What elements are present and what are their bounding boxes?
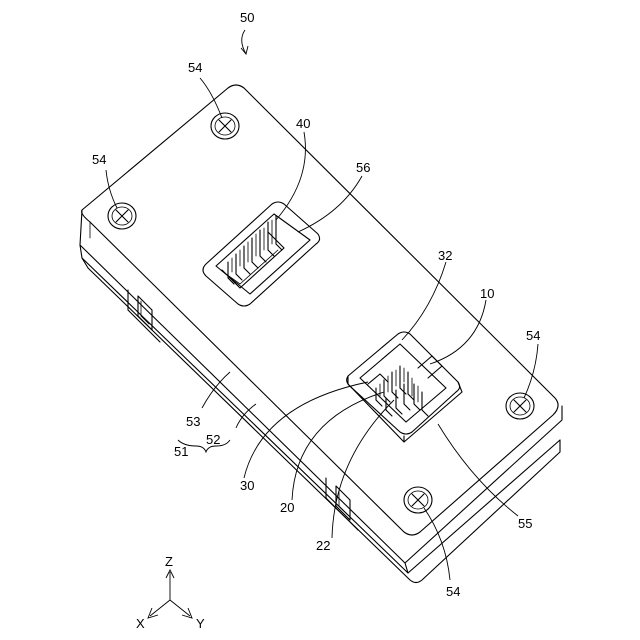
label-51: 51 [174,444,188,459]
label-54-top: 54 [188,60,202,75]
top-opening-inner [216,214,310,294]
top-connector [203,202,320,306]
label-20: 20 [280,500,294,515]
axis-label-x: X [136,616,145,631]
top-opening-outer [203,202,320,306]
label-52: 52 [206,432,220,447]
axis-label-y: Y [196,616,205,631]
screw-right [506,393,534,419]
label-53: 53 [186,414,200,429]
screw-top [211,113,239,139]
label-54-left: 54 [92,152,106,167]
label-50: 50 [240,10,254,25]
label-55: 55 [518,516,532,531]
label-30: 30 [240,478,254,493]
label-40: 40 [296,116,310,131]
label-32: 32 [438,248,452,263]
side-notch-left [128,290,160,342]
bottom-housing-wall [348,376,462,442]
label-22: 22 [316,538,330,553]
label-56: 56 [356,160,370,175]
reference-labels: 50 54 54 54 54 40 56 32 10 53 52 51 30 2… [92,10,540,599]
axis-label-z: Z [165,554,173,569]
screw-bottom [404,487,432,513]
upper-case-edge [80,210,562,563]
bottom-connector [347,332,462,442]
screw-left [108,203,136,229]
case-top-face [82,85,558,535]
case-body [80,85,562,583]
leader-lines [106,30,538,580]
axis-indicator: Z X Y [136,554,205,631]
label-10: 10 [480,286,494,301]
lower-case-edge [82,258,560,583]
label-54-bottom: 54 [446,584,460,599]
label-54-right: 54 [526,328,540,343]
